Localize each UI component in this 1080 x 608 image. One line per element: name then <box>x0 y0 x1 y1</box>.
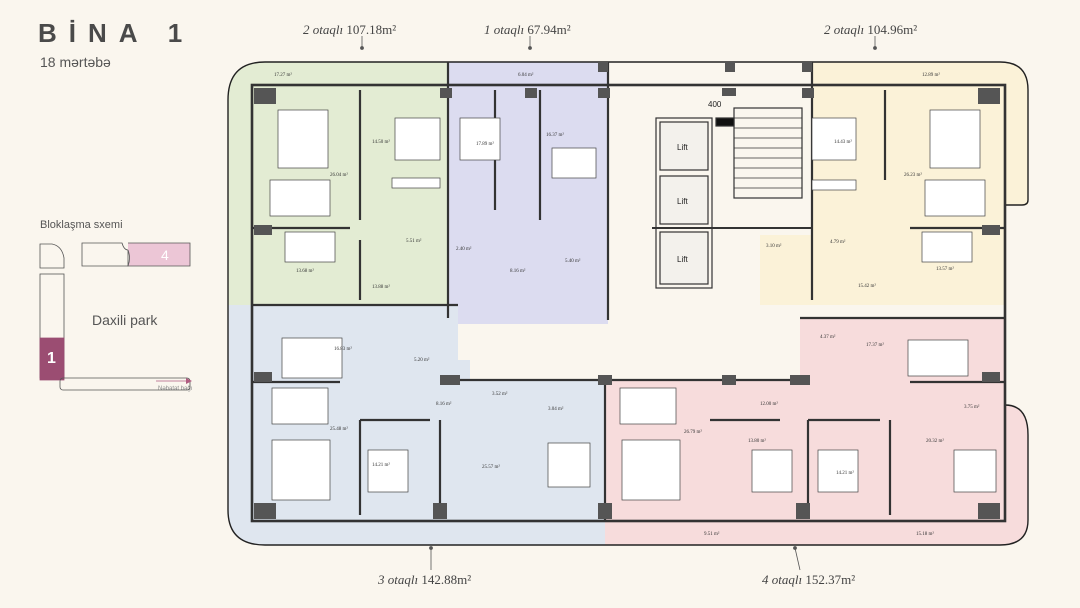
building-title: BİNA 1 <box>38 18 195 48</box>
furniture <box>269 109 997 501</box>
inner-park-label: Daxili park <box>92 312 158 328</box>
block-4-number: 4 <box>161 247 169 263</box>
room-area: 4.79 m² <box>830 239 846 245</box>
schema-block-4 <box>127 242 191 267</box>
room-area: 14.50 m² <box>372 139 390 145</box>
room-area: 3.75 m² <box>964 404 980 410</box>
schema-block-1 <box>39 337 65 381</box>
block-schema <box>39 242 192 391</box>
garden-label: Nəbatat bağı <box>158 386 193 392</box>
room-area: 5.20 m² <box>414 357 430 363</box>
room-area: 26.23 m² <box>904 172 922 178</box>
room-area: 8.16 m² <box>436 401 452 407</box>
block-schema-label: Bloklaşma sxemi <box>40 219 123 231</box>
room-area: 25.57 m² <box>482 464 500 470</box>
columns <box>254 62 1000 519</box>
room-area: 17.37 m² <box>866 342 884 348</box>
zone-purple <box>448 62 608 324</box>
room-area: 16.37 m² <box>546 132 564 138</box>
room-area: 3.52 m² <box>492 391 508 397</box>
building-outline <box>227 61 1029 546</box>
core <box>652 107 812 289</box>
room-area: 13.68 m² <box>296 268 314 274</box>
apt-label-3room: 3 otaqlı 142.88m² <box>378 572 472 587</box>
room-area: 13.80 m² <box>748 438 766 444</box>
room-area: 14.43 m² <box>834 139 852 145</box>
room-areas: 17.27 m² 26.04 m² 14.50 m² 5.51 m² 2.40 … <box>274 72 980 537</box>
room-area: 4.37 m² <box>820 334 836 340</box>
room-area: 3.04 m² <box>548 406 564 412</box>
room-area: 20.32 m² <box>926 438 944 444</box>
lift-2-label: Lift <box>677 197 688 206</box>
schema-top-block <box>81 242 129 267</box>
room-area: 14.21 m² <box>372 462 390 468</box>
schema-corner-block <box>39 243 65 269</box>
room-area: 26.04 m² <box>330 172 348 178</box>
room-area: 13.88 m² <box>372 284 390 290</box>
room-area: 16.83 m² <box>334 346 352 352</box>
room-area: 9.51 m² <box>704 531 720 537</box>
room-area: 13.57 m² <box>936 266 954 272</box>
lift-1-label: Lift <box>677 143 688 152</box>
room-area: 12.00 m² <box>760 401 778 407</box>
room-area: 17.89 m² <box>476 141 494 147</box>
lift-3-label: Lift <box>677 255 688 264</box>
room-area: 15.18 m² <box>916 531 934 537</box>
room-area: 2.40 m² <box>456 246 472 252</box>
room-area: 5.40 m² <box>565 258 581 264</box>
room-area: 5.51 m² <box>406 238 422 244</box>
apt-label-4room: 4 otaqlı 152.37m² <box>762 572 856 587</box>
room-area: 3.10 m² <box>766 243 782 249</box>
room-area: 26.79 m² <box>684 429 702 435</box>
room-area: 15.42 m² <box>858 283 876 289</box>
room-area: 25.48 m² <box>330 426 348 432</box>
schema-bottom-bar <box>59 377 191 391</box>
label-leaders <box>360 36 877 571</box>
room-area: 8.16 m² <box>510 268 526 274</box>
room-area: 6.04 m² <box>518 72 534 78</box>
apt-label-2room-left: 2 otaqlı 107.18m² <box>303 22 397 37</box>
room-area: 17.27 m² <box>274 72 292 78</box>
stair-label: 400 <box>708 100 722 109</box>
block-1-number: 1 <box>47 350 56 367</box>
floor-count: 18 mərtəbə <box>40 54 111 70</box>
room-area: 14.21 m² <box>836 470 854 476</box>
room-area: 12.89 m² <box>922 72 940 78</box>
apt-label-1room: 1 otaqlı 67.94m² <box>484 22 571 37</box>
apt-label-2room-right: 2 otaqlı 104.96m² <box>824 22 918 37</box>
walls <box>250 62 1007 523</box>
